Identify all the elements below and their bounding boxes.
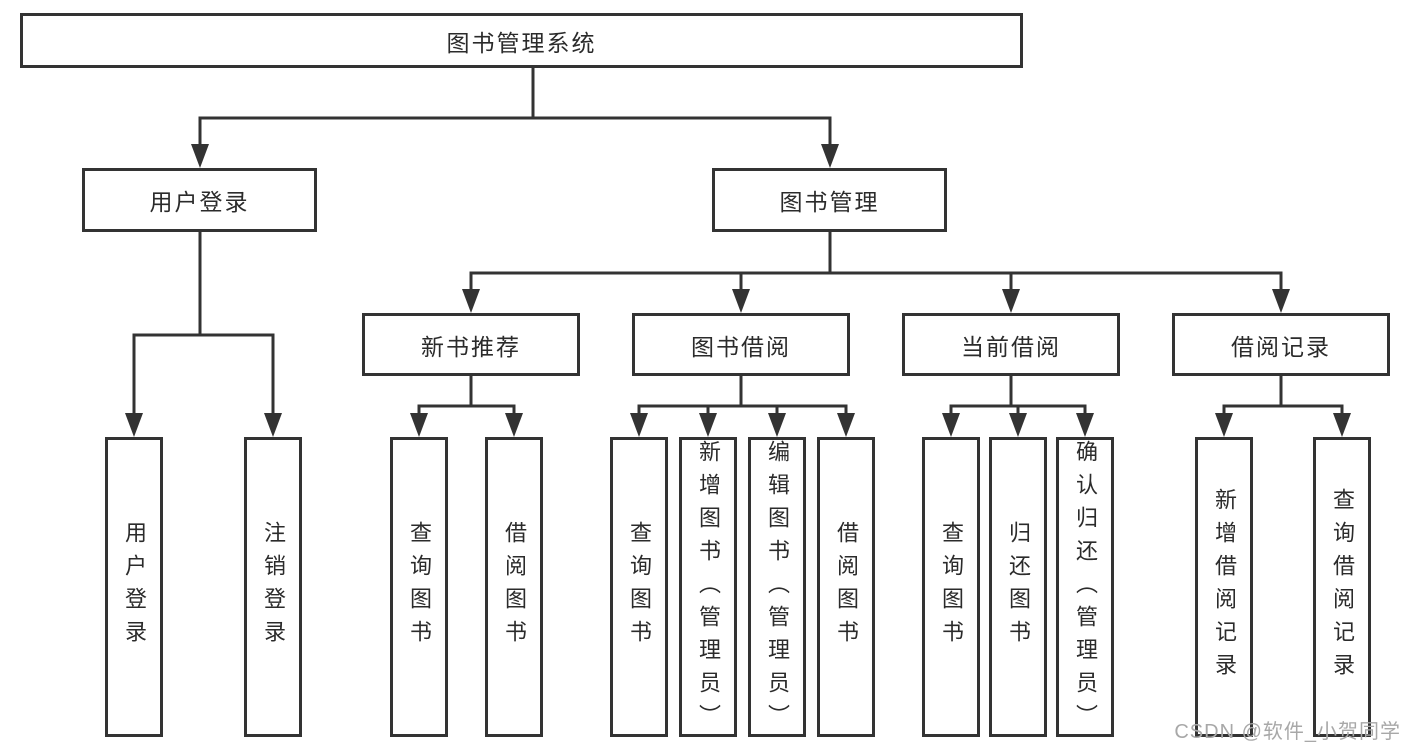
connector-root <box>191 68 839 168</box>
node-borrow-records: 借阅记录 <box>1172 313 1390 376</box>
connector-new-book-recommend <box>410 376 523 437</box>
node-user-login: 用户登录 <box>82 168 317 232</box>
connector-current-borrow <box>942 376 1094 437</box>
leaf-confirm-return-admin: 确认归还（管理员） <box>1056 437 1114 737</box>
leaf-add-books-admin: 新增图书（管理员） <box>679 437 737 737</box>
watermark: CSDN @软件_小贺同学 <box>1174 721 1401 743</box>
leaf-borrow-books-recommend: 借阅图书 <box>485 437 543 737</box>
leaf-logout: 注销登录 <box>244 437 302 737</box>
leaf-borrow-books-borrow: 借阅图书 <box>817 437 875 737</box>
node-root: 图书管理系统 <box>20 13 1023 68</box>
connector-borrow-records <box>1215 376 1351 437</box>
leaf-query-books-recommend: 查询图书 <box>390 437 448 737</box>
node-book-borrow: 图书借阅 <box>632 313 850 376</box>
leaf-query-books-current: 查询图书 <box>922 437 980 737</box>
connector-book-borrow <box>630 376 855 437</box>
leaf-user-login: 用户登录 <box>105 437 163 737</box>
leaf-edit-books-admin: 编辑图书（管理员） <box>748 437 806 737</box>
node-current-borrow: 当前借阅 <box>902 313 1120 376</box>
leaf-return-books: 归还图书 <box>989 437 1047 737</box>
node-book-management: 图书管理 <box>712 168 947 232</box>
connector-user-login <box>125 232 282 437</box>
leaf-query-borrow-record: 查询借阅记录 <box>1313 437 1371 737</box>
leaf-add-borrow-record: 新增借阅记录 <box>1195 437 1253 737</box>
node-new-book-recommend: 新书推荐 <box>362 313 580 376</box>
leaf-query-books-borrow: 查询图书 <box>610 437 668 737</box>
connector-book-management <box>462 232 1290 313</box>
